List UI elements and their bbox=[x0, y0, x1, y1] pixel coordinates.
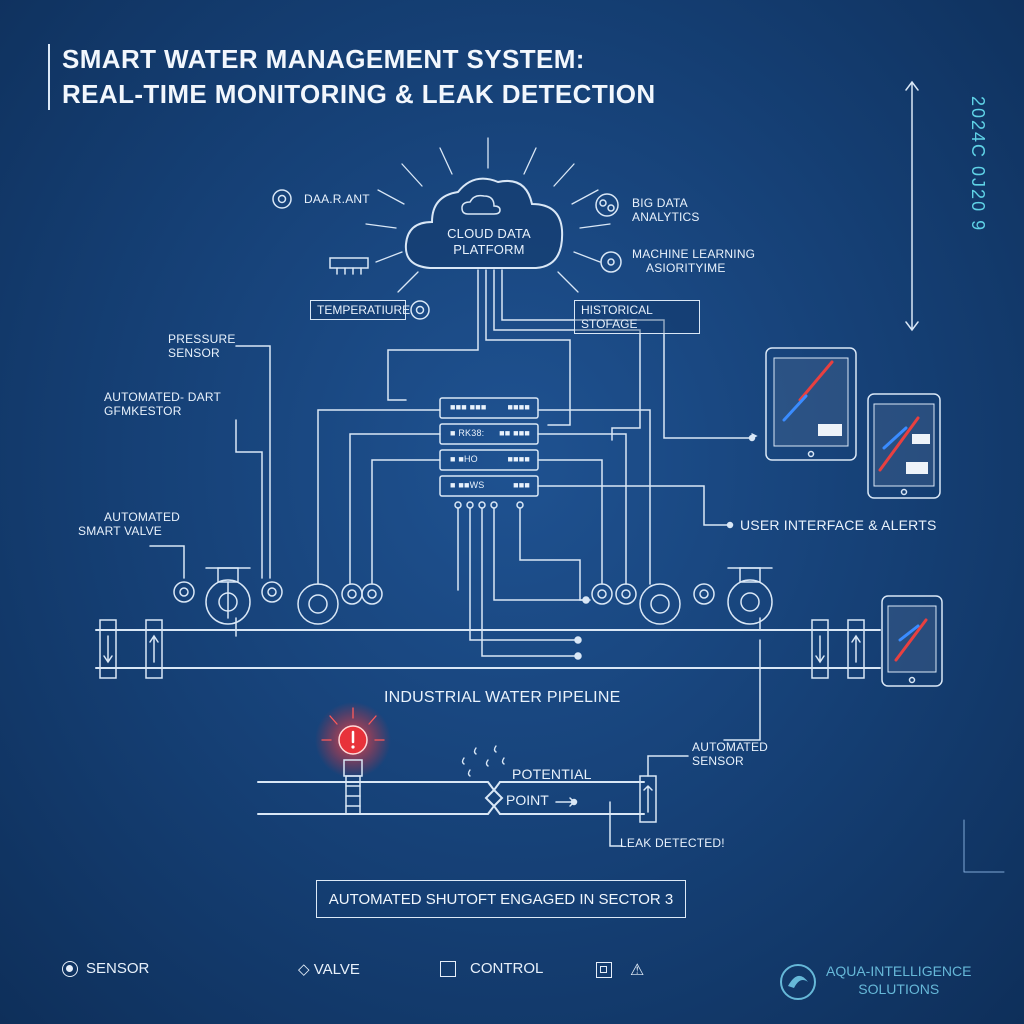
point-box: POINT bbox=[506, 792, 549, 808]
sensor-icon bbox=[62, 960, 78, 977]
water-splash-icon bbox=[461, 745, 505, 777]
warning-icon: ⚠ bbox=[630, 962, 645, 979]
historical-storage-box: HISTORICAL STOFAGE bbox=[574, 300, 700, 334]
legend-valve: ◇ VALVE bbox=[298, 961, 360, 978]
meter-icon bbox=[329, 257, 369, 275]
server-row-3: ■ ■HO■■■■ bbox=[450, 454, 530, 464]
ml-label: MACHINE LEARNING ASIORITYIME bbox=[632, 247, 756, 276]
brand-name: AQUA-INTELLIGENCE SOLUTIONS bbox=[826, 963, 972, 998]
gear-icon bbox=[272, 189, 292, 209]
title-line-1: SMART WATER MANAGEMENT SYSTEM: bbox=[62, 44, 585, 74]
server-row-4: ■ ■■WS■■■ bbox=[450, 480, 530, 490]
smart-valve-left-icon bbox=[205, 567, 251, 637]
pump-gears bbox=[297, 583, 681, 625]
cloud-label: CLOUD DATA PLATFORM bbox=[447, 226, 531, 257]
server-row-1: ■■■ ■■■■■■■ bbox=[450, 402, 530, 412]
brand-logo-icon bbox=[780, 964, 816, 1000]
shutoff-banner: AUTOMATED SHUTOFT ENGAGED IN SECTOR 3 bbox=[316, 880, 686, 918]
cloud-rays bbox=[365, 137, 611, 293]
pressure-sensor-label: PRESSURE SENSOR bbox=[168, 332, 236, 361]
server-row-2: ■ RK38:■■ ■■■ bbox=[450, 428, 530, 438]
leak-pipe bbox=[257, 781, 496, 815]
vertical-code: 2024C 0J20 9 bbox=[968, 96, 988, 233]
automated-part-label: AUTOMATED- DART GFMKESTOR bbox=[104, 390, 222, 419]
tablet-device-1 bbox=[765, 347, 857, 461]
big-data-label: BIG DATA ANALYTICS bbox=[632, 196, 700, 225]
temperature-gear-icon bbox=[410, 300, 430, 320]
control-icon bbox=[440, 960, 456, 977]
title-accent-bar bbox=[48, 44, 50, 110]
pipeline-label: INDUSTRIAL WATER PIPELINE bbox=[384, 689, 621, 706]
analytics-icon bbox=[595, 193, 619, 217]
alert-rays bbox=[321, 707, 385, 741]
smart-valve-label: AUTOMATED SMART VALVE bbox=[78, 510, 181, 539]
square-icon bbox=[596, 962, 612, 978]
title-line-2: REAL-TIME MONITORING & LEAK DETECTION bbox=[62, 78, 656, 109]
smart-valve-right-icon bbox=[727, 567, 773, 631]
user-interface-label: USER INTERFACE & ALERTS bbox=[740, 517, 937, 533]
pipeline-sensors bbox=[173, 581, 715, 605]
data-plant-label: DAA.R.ANT bbox=[304, 192, 370, 206]
cloud-icon bbox=[404, 177, 564, 269]
leak-sensor-label: AUTOMATED SENSOR bbox=[692, 740, 769, 769]
tablet-device-2 bbox=[867, 393, 941, 499]
small-cloud-icon bbox=[461, 194, 501, 215]
leak-detected-label: LEAK DETECTED! bbox=[620, 836, 725, 850]
leak-alert-icon bbox=[338, 725, 368, 755]
page-title: SMART WATER MANAGEMENT SYSTEM: REAL-TIME… bbox=[62, 42, 656, 112]
legend-sensor: SENSOR bbox=[62, 960, 149, 977]
tablet-device-3 bbox=[881, 595, 943, 687]
legend-symbols: ⚠ bbox=[596, 960, 644, 980]
potential-label: POTENTIAL bbox=[512, 766, 592, 782]
legend-control: CONTROL bbox=[440, 960, 543, 977]
temperature-box: TEMPERATIURE bbox=[310, 300, 410, 320]
ml-icon bbox=[600, 251, 622, 273]
